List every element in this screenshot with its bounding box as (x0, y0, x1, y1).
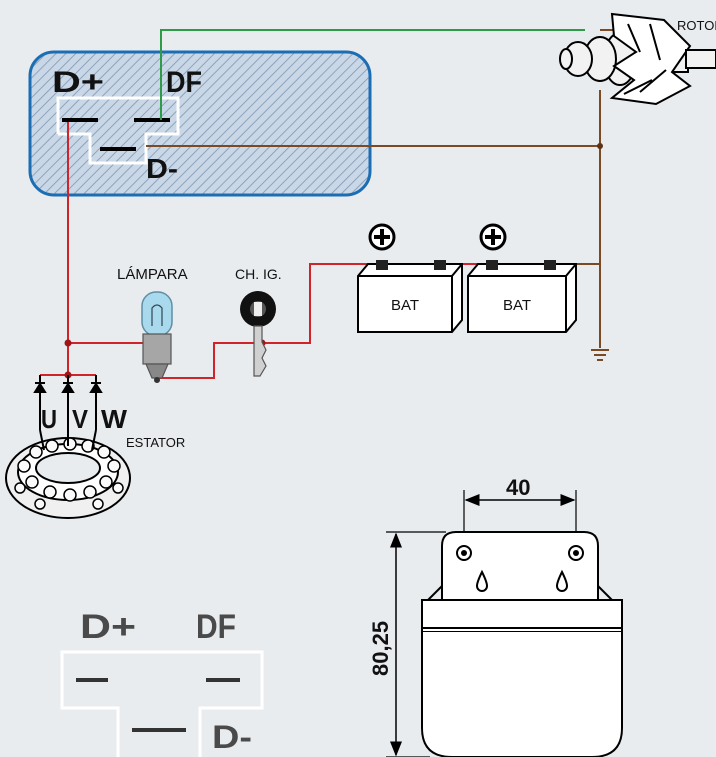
pinout-df: DF (196, 608, 236, 646)
pinout-outline (60, 650, 264, 757)
stator (5, 429, 131, 519)
rotor: ROTOR (559, 12, 716, 106)
label-u: U (41, 404, 57, 434)
dimension-height: 80,25 (368, 621, 393, 676)
label-estator: ESTATOR (126, 435, 185, 450)
label-bat-2: BAT (503, 297, 531, 314)
label-df: DF (166, 66, 202, 99)
wire-df-rotor (160, 29, 585, 120)
label-d-plus: D+ (52, 66, 104, 99)
label-rotor: ROTOR (677, 18, 716, 33)
dimension-width: 40 (506, 475, 530, 500)
label-v: V (72, 404, 89, 434)
wire-switch-battery (262, 263, 382, 344)
ground-symbol (591, 349, 609, 361)
battery-1: BAT (357, 223, 463, 333)
label-lampara: LÁMPARA (117, 266, 188, 283)
diodes: U V W ESTATOR (33, 375, 185, 450)
ignition-switch: CH. IG. (235, 266, 282, 377)
label-ignition: CH. IG. (235, 266, 282, 282)
regulator-terminal-outline (56, 96, 180, 165)
label-bat-1: BAT (391, 297, 419, 314)
label-w: W (101, 404, 127, 434)
pinout-detail: D+ DF D- (60, 608, 264, 757)
lamp: LÁMPARA (117, 266, 188, 383)
pinout-d-minus: D- (212, 719, 252, 755)
battery-2: BAT (467, 223, 577, 333)
regulator-dimension-drawing: 40 80,25 (368, 475, 623, 757)
wire-lamp-switch (158, 342, 263, 379)
regulator-box: D+ DF D- (28, 50, 372, 197)
pinout-d-plus: D+ (80, 608, 136, 646)
label-d-minus: D- (146, 153, 178, 184)
